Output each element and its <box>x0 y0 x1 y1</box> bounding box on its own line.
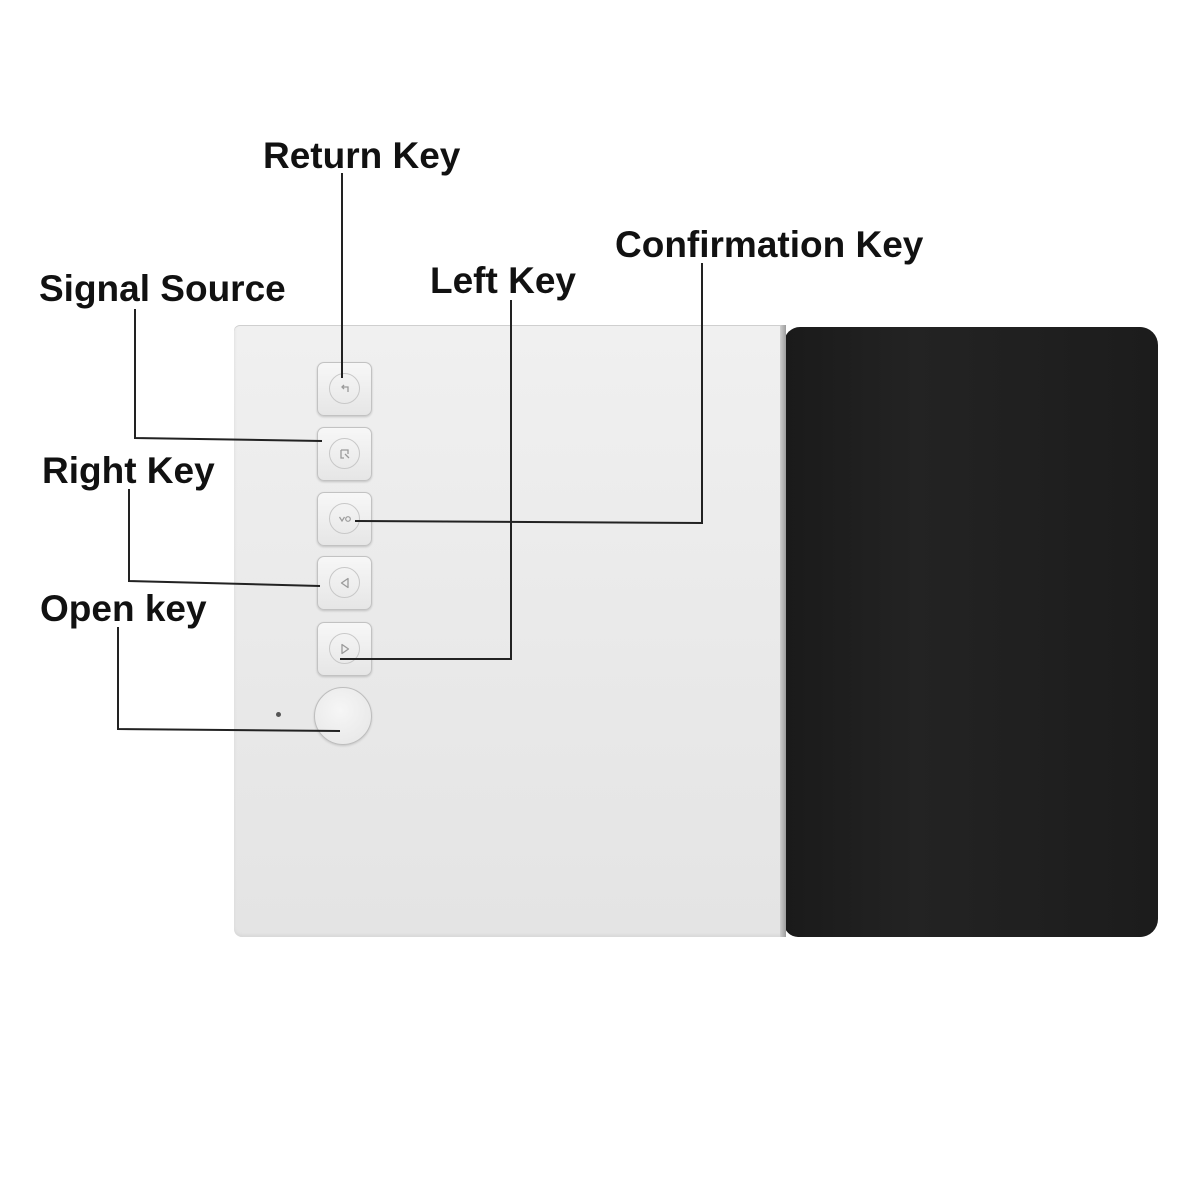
signal-source-key-button[interactable] <box>317 427 372 481</box>
leader-signal-source <box>134 309 323 442</box>
leader-confirmation-key <box>354 263 703 525</box>
leader-left-key <box>340 300 512 660</box>
label-return-key: Return Key <box>263 135 461 176</box>
open-key-power-button[interactable] <box>314 687 372 745</box>
confirmation-key-button[interactable] <box>317 492 372 546</box>
right-key-button[interactable] <box>317 556 372 610</box>
label-open-key: Open key <box>40 588 207 629</box>
return-key-button[interactable] <box>317 362 372 416</box>
label-confirmation-key: Confirmation Key <box>615 224 924 265</box>
label-signal-source: Signal Source <box>39 268 286 309</box>
indicator-led <box>276 712 281 717</box>
return-arrow-icon <box>329 373 360 404</box>
left-triangle-icon <box>329 567 360 598</box>
projector-lens-housing <box>784 327 1158 937</box>
leader-open-key <box>117 627 341 732</box>
label-right-key: Right Key <box>42 450 215 491</box>
ok-icon <box>329 503 360 534</box>
body-seam <box>780 325 786 937</box>
signal-source-icon <box>329 438 360 469</box>
label-left-key: Left Key <box>430 260 576 301</box>
right-triangle-icon <box>329 633 360 664</box>
leader-right-key <box>128 489 321 587</box>
left-key-button[interactable] <box>317 622 372 676</box>
